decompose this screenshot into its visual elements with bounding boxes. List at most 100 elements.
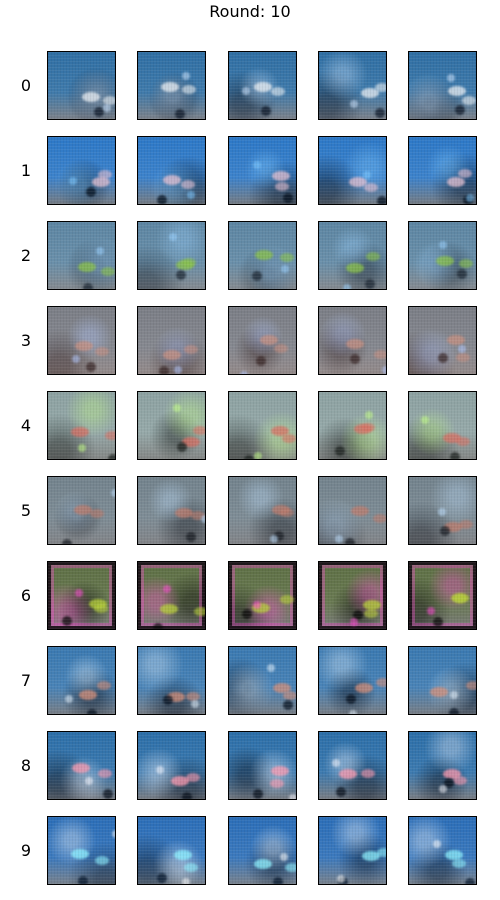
image-artifact-blob — [186, 773, 200, 782]
image-artifact-blob — [252, 603, 270, 613]
image-artifact-blob — [447, 74, 455, 82]
image-artifact-blob — [157, 195, 167, 204]
image-artifact-blob — [201, 515, 205, 523]
image-artifact-blob — [85, 777, 93, 785]
generated-image-tile — [318, 51, 387, 120]
image-artifact-blob — [440, 526, 450, 536]
image-artifact-blob — [447, 177, 465, 187]
generated-image-tile — [408, 391, 477, 460]
image-artifact-blob — [274, 531, 284, 541]
generated-image-tile — [318, 731, 387, 800]
image-artifact-blob — [283, 700, 293, 710]
image-artifact-blob — [270, 779, 284, 788]
generated-image-tile — [137, 476, 206, 545]
image-artifact-blob — [439, 785, 447, 793]
image-artifact-blob — [364, 183, 378, 192]
image-artifact-blob — [289, 794, 296, 799]
image-artifact-blob — [350, 354, 360, 364]
image-artifact-blob — [111, 489, 115, 497]
image-artifact-blob — [242, 87, 250, 95]
image-artifact-blob — [444, 522, 462, 532]
image-artifact-blob — [366, 252, 380, 261]
image-artifact-blob — [92, 177, 110, 187]
image-artifact-blob — [337, 875, 345, 883]
generated-image-tile — [408, 476, 477, 545]
image-artifact-blob — [182, 72, 190, 80]
image-artifact-blob — [466, 681, 476, 690]
image-artifact-blob — [361, 423, 375, 432]
image-artifact-blob — [338, 877, 348, 884]
image-artifact-blob — [283, 193, 293, 203]
image-artifact-blob — [254, 859, 272, 869]
image-artifact-blob — [450, 691, 458, 699]
generated-image-tile — [47, 561, 116, 630]
image-artifact-blob — [375, 108, 385, 118]
generated-image-tile — [137, 731, 206, 800]
image-artifact-blob — [254, 452, 262, 459]
image-artifact-blob — [176, 260, 194, 270]
image-artifact-blob — [365, 411, 373, 419]
image-artifact-blob — [159, 366, 169, 374]
image-artifact-blob — [433, 617, 443, 627]
image-artifact-blob — [346, 263, 364, 273]
image-artifact-blob — [175, 508, 193, 518]
image-artifact-blob — [71, 849, 89, 859]
generated-image-tile — [408, 646, 477, 715]
image-artifact-blob — [283, 691, 296, 700]
image-artifact-blob — [65, 695, 73, 703]
generated-image-tile — [137, 306, 206, 375]
generated-image-tile — [408, 221, 477, 290]
image-artifact-blob — [260, 335, 278, 345]
image-artifact-blob — [349, 710, 357, 714]
row-label: 8 — [20, 756, 32, 775]
image-artifact-blob — [169, 233, 177, 241]
image-artifact-blob — [339, 769, 357, 779]
image-artifact-blob — [445, 850, 463, 860]
image-artifact-blob — [62, 616, 72, 626]
image-artifact-blob — [376, 678, 386, 687]
image-artifact-blob — [449, 708, 459, 714]
generated-image-tile — [47, 391, 116, 460]
generated-image-tile — [318, 221, 387, 290]
image-artifact-blob — [103, 104, 111, 112]
image-artifact-blob — [157, 873, 167, 883]
image-artifact-blob — [349, 177, 367, 187]
image-artifact-blob — [274, 344, 288, 353]
image-artifact-blob — [281, 265, 289, 273]
image-artifact-blob — [343, 284, 351, 289]
generated-image-tile — [408, 816, 477, 885]
image-artifact-blob — [103, 789, 113, 799]
generated-image-tile — [47, 646, 116, 715]
row-label: 9 — [20, 841, 32, 860]
image-artifact-blob — [455, 105, 465, 115]
image-artifact-blob — [90, 509, 104, 518]
image-artifact-blob — [156, 766, 164, 774]
generated-image-tile — [137, 221, 206, 290]
image-artifact-blob — [271, 426, 289, 436]
image-artifact-blob — [272, 171, 290, 181]
image-artifact-blob — [171, 776, 189, 786]
image-artifact-blob — [355, 683, 373, 693]
image-artifact-blob — [377, 848, 386, 857]
generated-image-tile — [318, 391, 387, 460]
image-artifact-blob — [184, 863, 198, 872]
image-artifact-blob — [83, 283, 93, 289]
image-artifact-blob — [98, 170, 112, 179]
image-artifact-blob — [181, 180, 195, 189]
image-artifact-blob — [458, 345, 466, 353]
image-artifact-blob — [452, 859, 466, 868]
image-artifact-blob — [182, 85, 196, 94]
image-artifact-blob — [272, 505, 290, 515]
image-artifact-blob — [273, 683, 291, 693]
image-artifact-blob — [160, 604, 178, 614]
image-artifact-blob — [79, 690, 97, 700]
generated-image-tile — [228, 306, 297, 375]
image-artifact-blob — [363, 600, 381, 610]
image-artifact-blob — [244, 455, 254, 459]
image-artifact-blob — [350, 618, 358, 626]
generated-image-tile — [318, 306, 387, 375]
image-artifact-blob — [255, 250, 273, 260]
image-artifact-blob — [365, 279, 375, 289]
image-artifact-blob — [270, 535, 278, 543]
image-artifact-blob — [163, 175, 181, 185]
